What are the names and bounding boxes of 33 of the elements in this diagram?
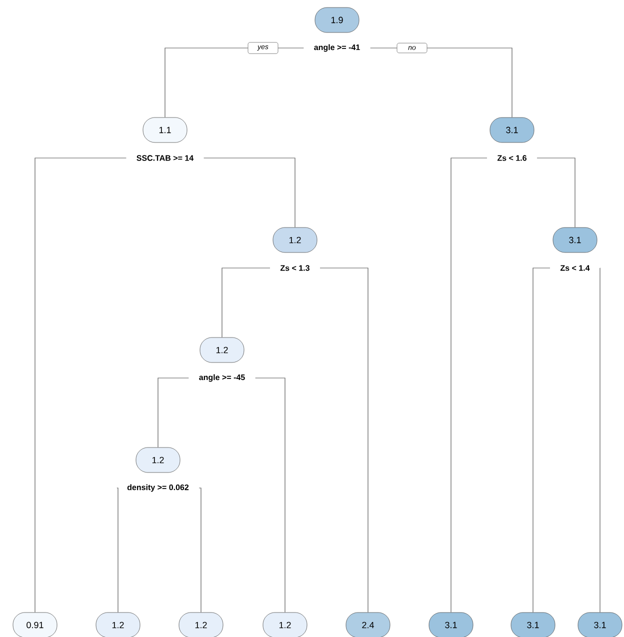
- leaf-node: 2.4: [346, 612, 390, 637]
- leaf-node: 3.1: [578, 612, 622, 637]
- branch-line: [222, 268, 270, 338]
- leaf-node: 3.1: [428, 612, 474, 637]
- branch-line: [198, 488, 202, 613]
- split-node: 1.9: [314, 7, 360, 33]
- leaf-node: 3.1: [510, 612, 556, 637]
- split-node: 3.1: [552, 227, 598, 253]
- branch-line: [536, 158, 576, 228]
- leaf-node: 1.2: [96, 612, 140, 637]
- split-label: Zs < 1.6: [497, 155, 526, 161]
- split-node: 1.2: [200, 337, 244, 363]
- split-label: angle >= -41: [314, 44, 360, 52]
- branch-line: [255, 378, 286, 613]
- split-label: Zs < 1.4: [560, 265, 590, 271]
- split-label: angle >= -45: [199, 374, 245, 382]
- split-label: SSC.TAB >= 14: [136, 155, 194, 161]
- leaf-node: 1.2: [262, 612, 308, 637]
- branch-line: [158, 378, 189, 448]
- leaf-node: 0.91: [12, 612, 58, 637]
- branch-line: [450, 158, 488, 613]
- split-label: Zs < 1.3: [280, 265, 310, 271]
- branch-line: [204, 158, 296, 228]
- split-node: 1.1: [142, 117, 188, 143]
- branch-line: [116, 488, 118, 613]
- split-label: density >= 0.062: [127, 484, 189, 492]
- split-node: 3.1: [490, 117, 534, 143]
- leaf-node: 1.2: [178, 612, 224, 637]
- branch-line: [34, 158, 126, 613]
- split-node: 1.2: [272, 227, 318, 253]
- branch-line: [532, 268, 550, 613]
- branch-line: [320, 268, 368, 613]
- split-node: 1.2: [136, 447, 180, 473]
